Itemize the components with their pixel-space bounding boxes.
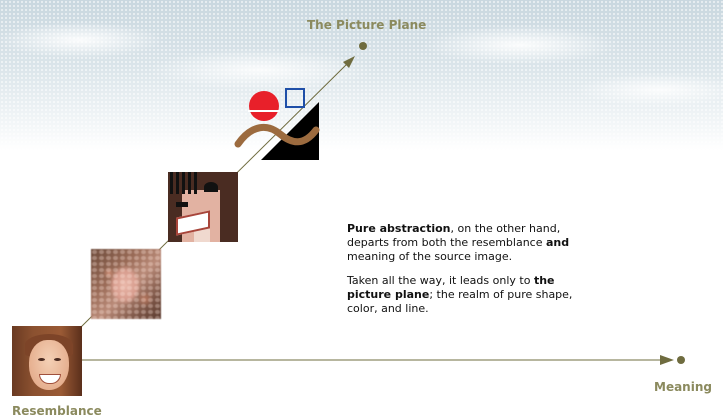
brown-wave-shape — [234, 123, 320, 148]
explanation-paragraph-2: Taken all the way, it leads only to the … — [347, 274, 597, 316]
blue-square-shape — [285, 88, 305, 108]
photo-eye-right — [54, 358, 61, 361]
cartoon-hair-strand — [170, 172, 173, 194]
cartoon-hair-strand — [188, 172, 191, 194]
paragraph1-and-term: and — [546, 236, 570, 249]
meaning-arrowhead-icon — [660, 355, 674, 365]
cartoon-eye-right — [204, 182, 218, 192]
cartoon-thumbnail — [168, 172, 238, 242]
cartoon-hair-strand — [182, 172, 185, 194]
cartoon-hair-strand — [176, 172, 179, 194]
pure-abstraction-term: Pure abstraction — [347, 222, 451, 235]
resemblance-label: Resemblance — [12, 404, 102, 418]
picture-plane-endpoint-dot-icon — [359, 42, 367, 50]
cartoon-eye-left — [176, 202, 188, 207]
picture-plane-arrowhead-icon — [343, 56, 355, 68]
red-circle-shape — [249, 91, 279, 121]
black-triangle-shape — [261, 102, 319, 160]
cartoon-neck — [194, 228, 210, 242]
paragraph1-text-a: , on the other hand, departs from both t… — [347, 222, 561, 249]
pure-abstraction-shapes — [234, 88, 320, 160]
picture-plane-term: the picture plane — [347, 274, 555, 301]
painted-thumbnail — [91, 249, 161, 319]
paragraph2-text-b: ; the realm of pure shape, color, and li… — [347, 288, 573, 315]
paragraph2-text-a: Taken all the way, it leads only to — [347, 274, 534, 287]
paragraph1-text-b: meaning of the source image. — [347, 250, 513, 263]
explanation-paragraph-1: Pure abstraction, on the other hand, dep… — [347, 222, 597, 264]
sky-background — [0, 0, 723, 150]
photo-eye-left — [38, 358, 45, 361]
explanation-text: Pure abstraction, on the other hand, dep… — [347, 222, 597, 326]
meaning-label: Meaning — [654, 380, 712, 394]
meaning-endpoint-dot-icon — [677, 356, 685, 364]
photo-thumbnail — [12, 326, 82, 396]
cartoon-hair-strand — [194, 172, 197, 194]
picture-plane-label: The Picture Plane — [307, 18, 427, 32]
